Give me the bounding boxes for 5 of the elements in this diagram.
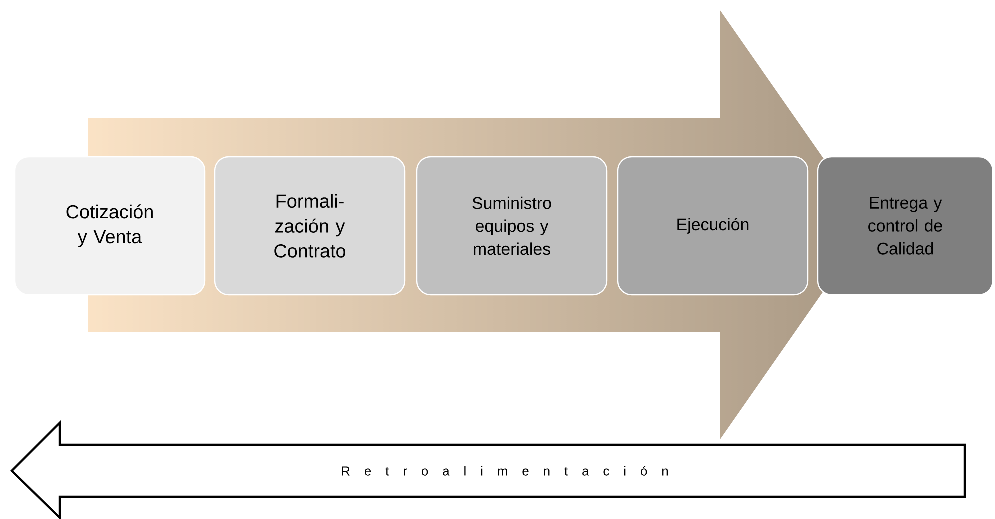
process-box: Suministro equipos y materiales [416,156,608,296]
process-box: Ejecución [617,156,809,296]
process-box: Cotización y Venta [14,156,206,296]
process-box: Entrega y control de Calidad [817,156,994,296]
process-box: Formali- zación y Contrato [214,156,406,296]
